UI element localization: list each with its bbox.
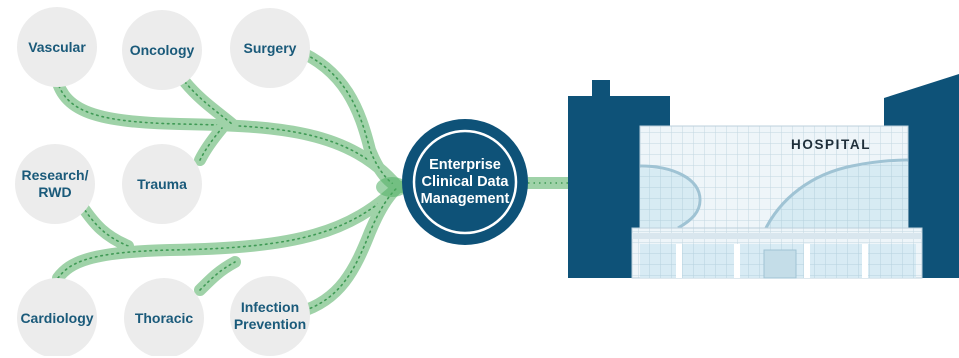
hub-ring [412,129,518,235]
hub [402,119,528,245]
connector-dots-cardiology [57,186,399,279]
connector-dots-trauma [199,127,223,161]
building-glass-line [639,164,702,230]
building-glass-wave [764,162,908,232]
connector-dots-research [81,205,129,247]
node-circle-research [15,144,95,224]
connector-dots-thoracic [199,261,236,291]
hub-label: Enterprise Clinical Data Management [420,156,510,207]
building-glass-left [640,168,698,228]
connector-research [76,200,134,252]
connector-infection [294,181,404,318]
connector-dots-oncology [184,81,233,125]
hospital-sign: HOSPITAL [791,137,872,152]
connector-dots-vascular [54,69,399,188]
hub-circle [402,119,528,245]
node-circle-oncology [122,10,202,90]
node-circle-trauma [122,144,202,224]
node-circle-thoracic [124,278,204,356]
hospital-building [568,74,959,279]
node-circle-vascular [17,7,97,87]
node-circle-surgery [230,8,310,88]
node-circle-infection [230,276,310,356]
connector-dots-infection [299,186,399,313]
node-circles [15,7,310,356]
connector-oncology [179,76,238,130]
building-door [763,249,797,279]
node-circle-cardiology [17,278,97,356]
building-pillars [676,244,868,278]
connector-surgery [290,44,404,193]
building-wave-line [762,158,909,233]
convergence-point [376,177,408,197]
